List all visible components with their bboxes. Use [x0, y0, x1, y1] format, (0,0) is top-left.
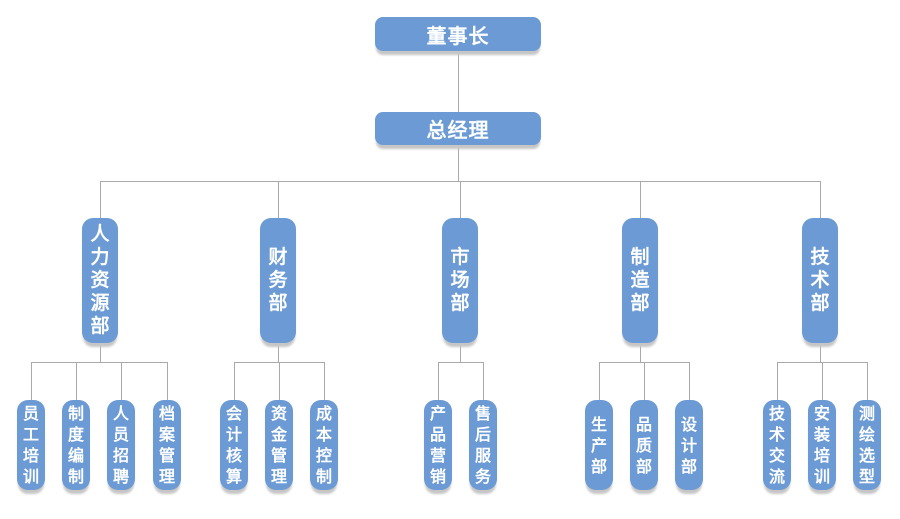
- org-leaf-node[interactable]: 安 装 培 训: [808, 400, 836, 490]
- org-leaf-node[interactable]: 售 后 服 务: [469, 400, 497, 490]
- org-node-label: 资 金 管 理: [270, 404, 287, 486]
- org-leaf-node[interactable]: 品 质 部: [630, 400, 658, 490]
- org-node-general-manager[interactable]: 总经理: [375, 112, 541, 145]
- org-node-label: 人 员 招 聘: [112, 404, 129, 486]
- org-leaf-node[interactable]: 设 计 部: [675, 400, 703, 490]
- org-node-dept-marketing[interactable]: 市 场 部: [442, 218, 478, 343]
- connector-line: [234, 362, 235, 400]
- org-node-label: 安 装 培 训: [813, 404, 830, 486]
- org-node-dept-manufacturing[interactable]: 制 造 部: [622, 218, 658, 343]
- org-node-label: 售 后 服 务: [474, 404, 491, 486]
- connector-line: [689, 362, 690, 400]
- connector-line: [820, 181, 821, 218]
- connector-line: [777, 362, 778, 400]
- connector-line: [458, 51, 459, 112]
- connector-line: [100, 181, 101, 218]
- connector-line: [438, 362, 439, 400]
- org-node-label: 技 术 交 流: [768, 404, 785, 486]
- org-node-label: 会 计 核 算: [225, 404, 242, 486]
- org-node-label: 员 工 培 训: [22, 404, 39, 486]
- org-leaf-node[interactable]: 产 品 营 销: [424, 400, 452, 490]
- connector-line: [167, 362, 168, 400]
- org-leaf-node[interactable]: 员 工 培 训: [17, 400, 45, 490]
- connector-line: [640, 341, 641, 362]
- org-leaf-node[interactable]: 测 绘 选 型: [853, 400, 881, 490]
- connector-line: [31, 362, 168, 363]
- org-node-chairman[interactable]: 董事长: [375, 17, 541, 51]
- org-node-dept-human-resources[interactable]: 人 力 资 源 部: [82, 218, 118, 343]
- org-node-label: 董事长: [426, 23, 490, 48]
- connector-line: [31, 362, 32, 400]
- connector-line: [644, 362, 645, 400]
- org-node-label: 财 务 部: [268, 246, 288, 314]
- org-node-dept-finance[interactable]: 财 务 部: [260, 218, 296, 343]
- org-leaf-node[interactable]: 档 案 管 理: [153, 400, 181, 490]
- org-leaf-node[interactable]: 制 度 编 制: [62, 400, 90, 490]
- org-node-label: 品 质 部: [635, 414, 652, 476]
- org-node-label: 制 度 编 制: [67, 404, 84, 486]
- connector-line: [121, 362, 122, 400]
- org-node-label: 测 绘 选 型: [858, 404, 875, 486]
- connector-line: [278, 181, 279, 218]
- connector-line: [483, 362, 484, 400]
- org-leaf-node[interactable]: 技 术 交 流: [763, 400, 791, 490]
- org-leaf-node[interactable]: 成 本 控 制: [310, 400, 338, 490]
- org-leaf-node[interactable]: 生 产 部: [585, 400, 613, 490]
- org-node-label: 技 术 部: [810, 246, 830, 314]
- connector-line: [458, 144, 459, 181]
- connector-line: [599, 362, 600, 400]
- connector-line: [324, 362, 325, 400]
- org-node-label: 总经理: [426, 118, 490, 142]
- org-node-label: 人 力 资 源 部: [90, 223, 110, 337]
- connector-line: [278, 341, 279, 362]
- connector-line: [867, 362, 868, 400]
- org-node-label: 市 场 部: [450, 246, 470, 314]
- connector-line: [279, 362, 280, 400]
- org-node-label: 成 本 控 制: [315, 404, 332, 486]
- connector-line: [820, 341, 821, 362]
- org-node-label: 生 产 部: [590, 414, 607, 476]
- org-leaf-node[interactable]: 资 金 管 理: [265, 400, 293, 490]
- org-leaf-node[interactable]: 会 计 核 算: [220, 400, 248, 490]
- connector-line: [100, 341, 101, 362]
- org-node-label: 制 造 部: [630, 246, 650, 314]
- connector-line: [460, 341, 461, 362]
- connector-line: [76, 362, 77, 400]
- connector-line: [438, 362, 484, 363]
- org-node-dept-technology[interactable]: 技 术 部: [802, 218, 838, 343]
- connector-line: [822, 362, 823, 400]
- connector-line: [460, 181, 461, 218]
- org-node-label: 产 品 营 销: [429, 404, 446, 486]
- org-leaf-node[interactable]: 人 员 招 聘: [107, 400, 135, 490]
- connector-line: [640, 181, 641, 218]
- org-node-label: 档 案 管 理: [158, 404, 175, 486]
- org-node-label: 设 计 部: [680, 414, 697, 476]
